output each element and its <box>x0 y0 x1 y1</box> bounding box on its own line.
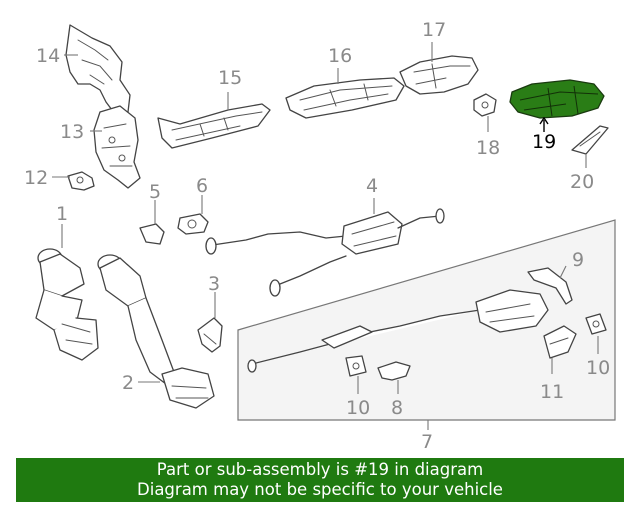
callout-4: 4 <box>366 175 378 197</box>
part-2-front-pipe[interactable] <box>97 254 215 409</box>
part-10-isolator-a[interactable] <box>345 355 367 394</box>
part-14-heat-shield[interactable] <box>64 24 131 119</box>
part-11-bracket[interactable] <box>543 325 577 374</box>
part-10-isolator-b[interactable] <box>585 313 607 354</box>
banner-line-1: Part or sub-assembly is #19 in diagram <box>156 460 484 479</box>
callout-10-left: 10 <box>346 397 370 419</box>
callout-18: 18 <box>476 137 500 159</box>
diagram-notice-banner: Part or sub-assembly is #19 in diagram D… <box>16 458 624 502</box>
callout-20: 20 <box>570 171 594 193</box>
exhaust-parts-diagram: 14 13 12 15 16 17 18 19 20 5 6 4 1 3 2 9… <box>24 19 616 453</box>
part-20-bracket[interactable] <box>571 125 609 168</box>
part-6-isolator[interactable] <box>177 195 209 235</box>
callout-9: 9 <box>572 249 584 271</box>
part-16-heat-shield[interactable] <box>285 68 405 119</box>
callout-7: 7 <box>421 431 433 453</box>
callout-19-highlighted: 19 <box>532 131 556 153</box>
callout-13: 13 <box>60 121 84 143</box>
callout-11: 11 <box>540 381 564 403</box>
callout-8: 8 <box>391 397 403 419</box>
part-15-heat-shield[interactable] <box>157 92 271 149</box>
part-4-intermediate-pipe[interactable] <box>205 198 445 297</box>
callout-14: 14 <box>36 45 60 67</box>
part-8-hanger[interactable] <box>377 361 411 394</box>
part-1-front-pipe[interactable] <box>35 224 99 361</box>
callout-5: 5 <box>149 181 161 203</box>
part-19-heat-shield-highlighted[interactable] <box>509 79 605 132</box>
part-18-bracket[interactable] <box>473 93 497 132</box>
callout-17: 17 <box>422 19 446 41</box>
callout-2: 2 <box>122 372 134 394</box>
callout-10-right: 10 <box>586 357 610 379</box>
callout-1: 1 <box>56 203 68 225</box>
part-3-bracket[interactable] <box>197 292 223 353</box>
part-12-isolator[interactable] <box>52 171 95 191</box>
callout-3: 3 <box>208 273 220 295</box>
part-17-heat-shield[interactable] <box>399 42 479 95</box>
callout-16: 16 <box>328 45 352 67</box>
part-7-rear-muffler-assembly[interactable] <box>247 289 549 373</box>
part-5-bracket[interactable] <box>139 200 165 245</box>
part-13-bracket-shield[interactable] <box>90 105 141 189</box>
callout-12: 12 <box>24 167 48 189</box>
callout-15: 15 <box>218 67 242 89</box>
callout-6: 6 <box>196 175 208 197</box>
part-9-hanger-bracket[interactable] <box>527 265 573 305</box>
banner-line-2: Diagram may not be specific to your vehi… <box>137 480 503 499</box>
